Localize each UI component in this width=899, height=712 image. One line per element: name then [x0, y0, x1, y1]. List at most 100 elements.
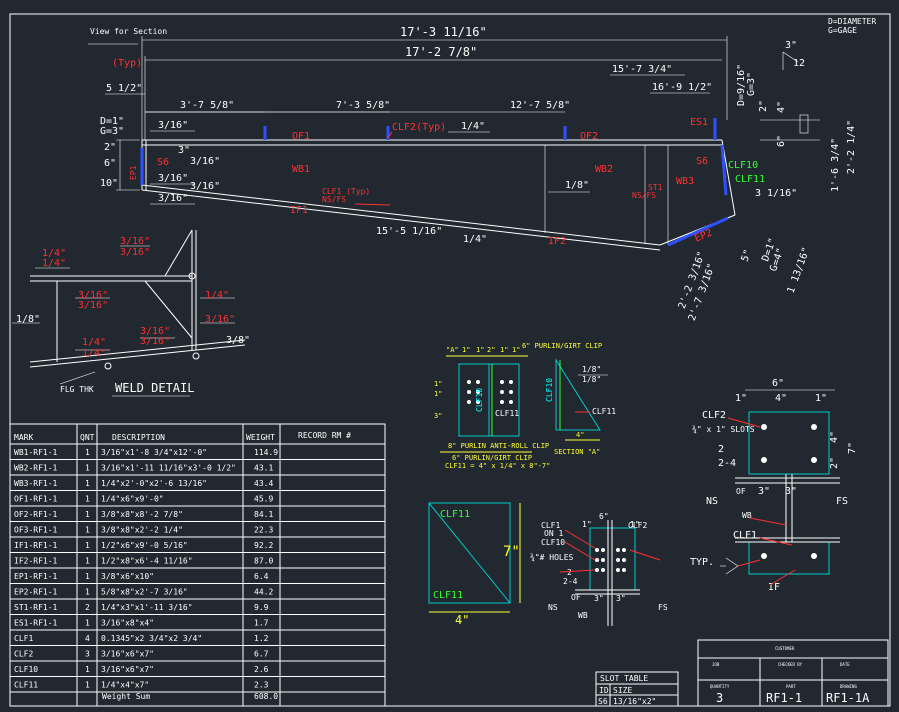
- label-clf1: CLF1 (Typ): [322, 187, 370, 196]
- left-two: 2": [104, 142, 116, 153]
- dim-overall: 17'-3 11/16": [400, 25, 487, 39]
- slot-col-size: SIZE: [613, 686, 632, 695]
- rc-slots: ¾" x 1" SLOTS: [692, 425, 755, 434]
- bom-cell-mark: WB2-RF1-1: [14, 464, 58, 473]
- rc-fs: FS: [836, 496, 848, 507]
- rc-one-a: 1": [735, 393, 747, 404]
- mid-clf1: CLF1: [541, 521, 560, 530]
- bom-cell-qnt: 1: [85, 448, 90, 457]
- weld-detail: 1/4" 1/4" 3/16" 3/16" 3/16" 3/16" 1/4" 1…: [12, 229, 250, 397]
- bom-cell-mark: IF1-RF1-1: [14, 541, 58, 550]
- wd-316-b: 3/16": [120, 247, 150, 258]
- tb-part: PART: [786, 684, 796, 689]
- right-d916: D=9/16": [736, 64, 747, 106]
- clip-one-a: 1": [462, 346, 470, 354]
- left-ten: 10": [100, 178, 118, 189]
- slot-table: SLOT TABLE ID SIZE S6 13/16"x2": [595, 671, 679, 707]
- wd-14-d: 1/4": [82, 348, 106, 359]
- right-four: 4": [776, 101, 787, 113]
- wd-316-e: 3/16": [140, 326, 170, 337]
- bom-cell-weight: 43.1: [254, 464, 273, 473]
- bom-cell-mark: IF2-RF1-1: [14, 557, 58, 566]
- mid-one-b: 1": [630, 520, 640, 529]
- rc-clf2: CLF2: [702, 410, 726, 421]
- left-g3: G=3": [100, 126, 124, 137]
- bom-cell-qnt: 1: [85, 557, 90, 566]
- bom-cell-qnt: 1: [85, 541, 90, 550]
- dim-3: 3'-7 5/8": [180, 100, 234, 111]
- right-five: 5": [740, 248, 754, 263]
- bom-cell-qnt: 1: [85, 681, 90, 690]
- slot-title: SLOT TABLE: [600, 674, 648, 683]
- label-if1: IF1: [290, 205, 308, 216]
- rafter-welds: 3/16" 3/16" 3/16" 3/16" 3/16" 1/4" 1/4" …: [150, 120, 590, 245]
- bom-header-mark: MARK: [14, 433, 33, 442]
- bom-cell-mark: WB3-RF1-1: [14, 479, 58, 488]
- bom-cell-desc: 3/16"x1'-8 3/4"x12'-0": [101, 448, 207, 457]
- right-two: 2": [758, 100, 769, 112]
- mid-three-b: 3": [616, 594, 626, 603]
- mid-on: ON 1: [544, 529, 563, 538]
- flg-thk-label: FLG THK: [60, 385, 94, 394]
- weld-316-b: 3/16": [158, 173, 188, 184]
- wd-316-d: 3/16": [78, 300, 108, 311]
- mid-clf10: CLF10: [541, 538, 565, 547]
- dim-12: 12'-7 5/8": [510, 100, 570, 111]
- dim-typ: (Typ): [112, 58, 142, 69]
- plate-height: 7": [503, 544, 520, 560]
- clip-two: 2": [487, 346, 495, 354]
- plate-bottom-label: CLF11: [433, 590, 463, 601]
- label-wb3: WB3: [676, 176, 694, 187]
- slot-size: 13/16"x2": [613, 697, 656, 706]
- tb-customer: CUSTOMER: [775, 646, 795, 651]
- weld-316-d: 3/16": [190, 156, 220, 167]
- bill-of-materials: MARK QNT DESCRIPTION WEIGHT RECORD RM # …: [9, 423, 386, 707]
- rc-three-a: 3": [758, 486, 770, 497]
- bom-cell-weight: 114.9: [254, 448, 278, 457]
- bom-cell-weight: 1.2: [254, 634, 269, 643]
- bom-cell-qnt: 1: [85, 510, 90, 519]
- dim-16: 16'-9 1/2": [652, 82, 712, 93]
- rc-four-b: 4": [829, 431, 840, 443]
- label-clf2: CLF2(Typ): [392, 122, 446, 133]
- plate-detail: CLF11 CLF11 7" 4": [428, 502, 521, 627]
- bom-cell-qnt: 1: [85, 479, 90, 488]
- bom-cell-desc: 3/8"x8"x2'-2 1/4": [101, 526, 183, 535]
- wd-316-c: 3/16": [78, 290, 108, 301]
- rc-one-b: 1": [815, 393, 827, 404]
- bom-cell-desc: 3/8"x8"x8'-2 7/8": [101, 510, 183, 519]
- bom-cell-desc: 3/16"x1'-11 11/16"x3'-0 1/2": [101, 464, 236, 473]
- right-connection: 6" 4" 1" 1" 7" 4" 2" CLF2 ¾" x 1" SLOTS …: [690, 378, 858, 593]
- weld-14-a: 1/4": [461, 121, 485, 132]
- tb-part-value: RF1-1: [766, 691, 802, 705]
- clip-clf10: CLF10: [475, 388, 484, 412]
- rc-d24: 2-4: [718, 458, 736, 469]
- dim-15: 15'-7 3/4": [612, 64, 672, 75]
- bom-cell-desc: 1/2"x8"x6'-4 11/16": [101, 557, 193, 566]
- bom-cell-qnt: 3: [85, 650, 90, 659]
- bom-cell-qnt: 2: [85, 603, 90, 612]
- clip-purlin: 6" PURLIN/GIRT CLIP: [522, 342, 602, 350]
- bom-cell-weight: 6.4: [254, 572, 269, 581]
- rc-wb: WB: [742, 511, 752, 520]
- bom-cell-qnt: 1: [85, 464, 90, 473]
- rafter-elevation: [140, 118, 736, 251]
- bom-sum-label: Weight Sum: [102, 692, 150, 701]
- label-clf10: CLF10: [728, 160, 758, 171]
- rc-ns: NS: [706, 496, 718, 507]
- weld-18: 1/8": [565, 180, 589, 191]
- right-dimensions: D=9/16" G=3" 2" 4" 6" 2'-2 1/4" 1'-6 3/4…: [677, 64, 857, 323]
- clip-antiroll: 8" PURLIN ANTI-ROLL CLIP: [448, 442, 549, 450]
- dim-second: 17'-2 7/8": [405, 45, 477, 59]
- bom-cell-qnt: 1: [85, 495, 90, 504]
- clip-note: CLF11 = 4" x 1/4" x 8"-7": [445, 462, 550, 470]
- bom-cell-desc: 1/2"x6"x9'-0 5/16": [101, 541, 188, 550]
- legend-gage: G=GAGE: [828, 26, 857, 35]
- bom-header-record: RECORD RM #: [298, 431, 351, 440]
- section-w18a: 1/8": [582, 365, 601, 374]
- bom-cell-desc: 0.1345"x2 3/4"x2 3/4": [101, 634, 202, 643]
- bom-cell-desc: 3/16"x8"x4": [101, 619, 154, 628]
- section-a-title: SECTION "A": [554, 448, 600, 456]
- clip-side-one-b: 1": [434, 390, 442, 398]
